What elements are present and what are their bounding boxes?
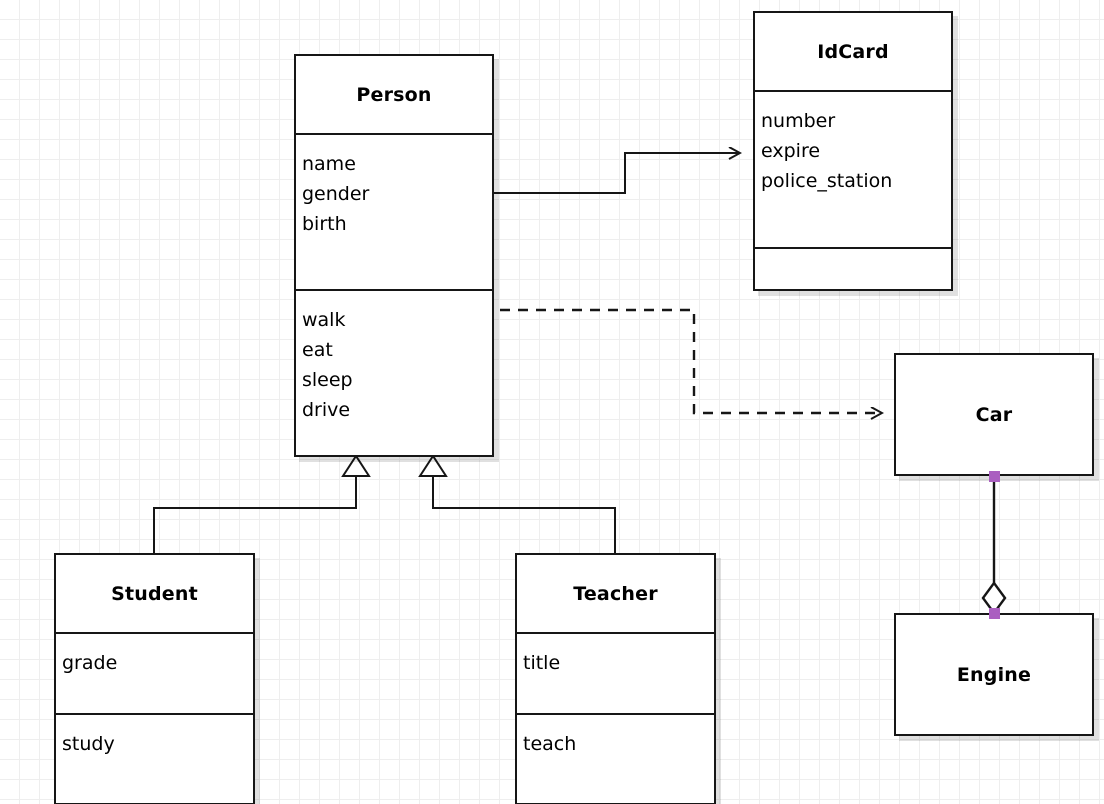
method-row: drive [302, 399, 351, 421]
class-box-teacher[interactable]: Teacher title teach [515, 553, 716, 804]
class-methods-idcard [755, 247, 951, 289]
class-box-person[interactable]: Person name gender birth walk eat sleep … [294, 54, 494, 457]
class-title-engine: Engine [956, 663, 1032, 686]
aggregation-car-engine [981, 476, 1007, 616]
class-attributes-teacher: title [517, 632, 714, 713]
method-row: walk [302, 309, 346, 331]
attribute-row: title [523, 652, 561, 674]
method-row: eat [302, 339, 333, 361]
class-box-idcard[interactable]: IdCard number expire police_station [753, 11, 953, 291]
class-attributes-person: name gender birth [296, 133, 492, 289]
generalization-teacher-person [418, 454, 616, 553]
class-attributes-idcard: number expire police_station [755, 90, 951, 247]
class-attributes-student: grade [56, 632, 253, 713]
attribute-row: police_station [761, 170, 893, 192]
attribute-row: grade [62, 652, 118, 674]
class-methods-teacher: teach [517, 713, 714, 803]
class-title-person: Person [356, 83, 432, 106]
attribute-row: name [302, 153, 356, 175]
method-row: teach [523, 733, 577, 755]
attribute-row: expire [761, 140, 821, 162]
dependency-person-car [500, 308, 882, 413]
class-box-engine[interactable]: Engine [894, 613, 1094, 736]
class-box-car[interactable]: Car [894, 353, 1094, 476]
class-title-idcard: IdCard [817, 40, 889, 63]
attribute-row: birth [302, 213, 347, 235]
class-title-car: Car [975, 403, 1013, 426]
method-row: study [62, 733, 115, 755]
class-methods-person: walk eat sleep drive [296, 289, 492, 455]
method-row: sleep [302, 369, 353, 391]
class-box-student[interactable]: Student grade study [54, 553, 255, 804]
connection-port-engine-top[interactable] [989, 608, 1000, 619]
connection-port-car-bottom[interactable] [989, 471, 1000, 482]
class-title-student: Student [111, 582, 198, 605]
attribute-row: gender [302, 183, 370, 205]
class-title-teacher: Teacher [573, 582, 658, 605]
class-methods-student: study [56, 713, 253, 803]
generalization-student-person [153, 454, 371, 553]
association-person-idcard [494, 153, 740, 194]
attribute-row: number [761, 110, 836, 132]
